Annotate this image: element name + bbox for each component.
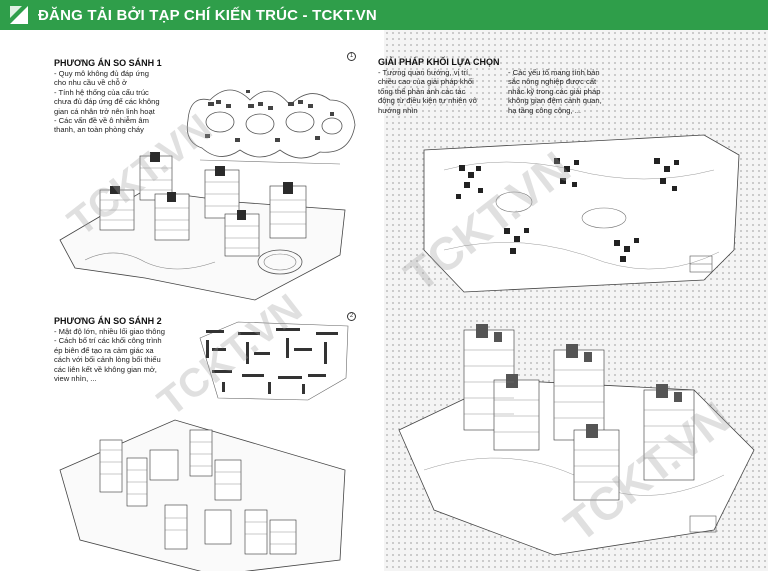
chosen-solution-col1: - Tương quan hướng, vị trí, chiều cao củ… <box>378 68 508 115</box>
option2-line: cách với bối cảnh lòng bối thiếu <box>54 355 161 365</box>
option1-line: - Tính hệ thống của cấu trúc <box>54 87 149 97</box>
option2-site-plan <box>199 321 349 401</box>
option2-line: view nhìn, ... <box>54 374 97 384</box>
chosen-col1-line: chiều cao của giải pháp khối <box>378 77 474 87</box>
chosen-site-plan <box>423 134 740 293</box>
chosen-axonometric <box>398 324 755 556</box>
chosen-col1-line: hướng nhìn <box>378 105 418 115</box>
option2-axonometric <box>59 419 346 571</box>
chosen-col1-line: tổng thể phản ánh các tác <box>378 86 466 96</box>
option1-line: - Các vấn đề về ô nhiễm âm <box>54 116 149 126</box>
option1-site-plan <box>186 89 356 165</box>
chosen-col2-line: - Các yếu tố mang tính bản <box>508 68 600 77</box>
left-panel: PHƯƠNG ÁN SO SÁNH 1 - Quy mô không đủ đá… <box>0 30 384 571</box>
chosen-solution-col2: - Các yếu tố mang tính bản sắc nông nghi… <box>508 68 638 115</box>
option2-line: các liên kết về không gian mở, <box>54 364 157 374</box>
option1-description: - Quy mô không đủ đáp ứng cho nhu cầu về… <box>54 69 204 135</box>
tckt-logo-icon <box>10 6 28 24</box>
option1-title: PHƯƠNG ÁN SO SÁNH 1 <box>54 58 162 68</box>
option1-line: cho nhu cầu về chỗ ở <box>54 78 127 88</box>
chosen-col2-line: nhắc kỹ trong các giải pháp <box>508 86 601 96</box>
option1-line: - Quy mô không đủ đáp ứng <box>54 69 149 78</box>
option2-badge: 2 <box>347 312 356 321</box>
chosen-col2-line: không gian đệm cảnh quan, <box>508 96 602 106</box>
option1-line: thanh, an toàn phòng cháy <box>54 125 144 135</box>
option1-line: gian cá nhân trở nên linh hoạt <box>54 106 155 116</box>
option2-title: PHƯƠNG ÁN SO SÁNH 2 <box>54 316 162 326</box>
option1-axonometric <box>59 152 346 301</box>
option1-badge: 1 <box>347 52 356 61</box>
option2-line: ép biên để tạo ra cảm giác xa <box>54 345 154 355</box>
chosen-col1-line: động từ điều kiện tự nhiên vô <box>378 96 477 106</box>
banner-title: ĐĂNG TẢI BỞI TẠP CHÍ KIẾN TRÚC - TCKT.VN <box>38 6 377 24</box>
header-banner: ĐĂNG TẢI BỞI TẠP CHÍ KIẾN TRÚC - TCKT.VN <box>0 0 768 30</box>
option2-line: - Mật độ lớn, nhiều lối giao thông <box>54 327 165 336</box>
right-panel: GIẢI PHÁP KHỐI LỰA CHỌN - Tương quan hướ… <box>378 30 768 571</box>
chosen-col2-line: hạ tầng công cộng, ... <box>508 105 582 115</box>
chosen-col1-line: - Tương quan hướng, vị trí, <box>378 68 471 77</box>
option2-line: - Cách bố trí các khối công trình <box>54 336 162 346</box>
chosen-solution-title: GIẢI PHÁP KHỐI LỰA CHỌN <box>378 57 500 67</box>
option1-line: chưa đủ đáp ứng để các không <box>54 97 160 107</box>
chosen-col2-line: sắc nông nghiệp được cất <box>508 77 597 87</box>
option2-description: - Mật độ lớn, nhiều lối giao thông - Các… <box>54 327 199 383</box>
